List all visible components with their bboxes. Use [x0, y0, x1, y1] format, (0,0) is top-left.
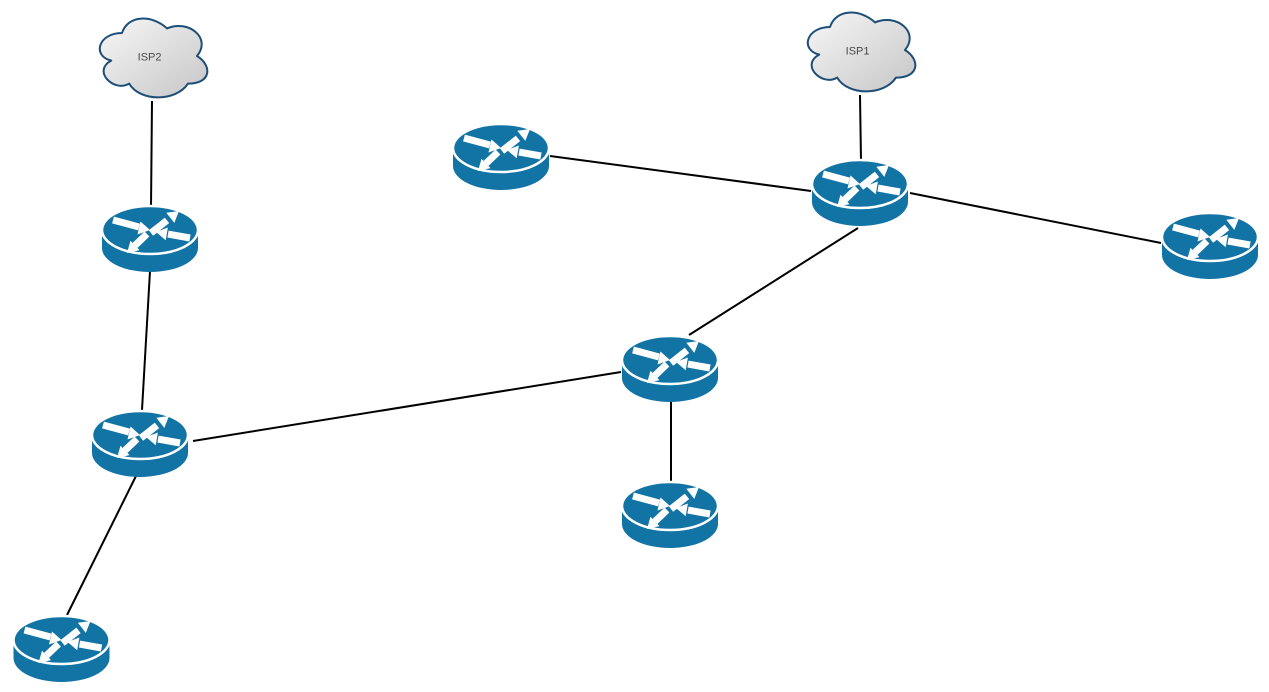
cloud-isp1[interactable]: ISP1: [806, 11, 917, 93]
router-4[interactable]: [102, 206, 198, 272]
link-cloud-isp1--router-2[interactable]: [859, 94, 862, 162]
cloud-isp1-label: ISP1: [846, 46, 870, 58]
cloud-isp2-label: ISP2: [138, 52, 162, 64]
cloud-isp2[interactable]: ISP2: [98, 17, 209, 99]
router-8[interactable]: [14, 616, 110, 682]
link-router-1--router-2[interactable]: [549, 155, 812, 192]
link-cloud-isp2--router-4[interactable]: [150, 100, 153, 208]
links-layer: [66, 94, 1162, 616]
link-router-2--router-3[interactable]: [909, 192, 1162, 244]
link-router-6--router-8[interactable]: [66, 475, 137, 616]
cloud-icon[interactable]: [98, 17, 209, 99]
cloud-icon[interactable]: [806, 11, 917, 93]
router-7[interactable]: [622, 482, 718, 548]
router-3[interactable]: [1162, 213, 1258, 279]
link-router-4--router-6[interactable]: [141, 270, 151, 411]
router-6[interactable]: [92, 411, 188, 477]
router-5[interactable]: [622, 336, 718, 402]
router-2[interactable]: [812, 160, 908, 226]
router-1[interactable]: [453, 124, 549, 190]
link-router-6--router-5[interactable]: [192, 371, 622, 442]
link-router-2--router-5[interactable]: [688, 227, 859, 336]
